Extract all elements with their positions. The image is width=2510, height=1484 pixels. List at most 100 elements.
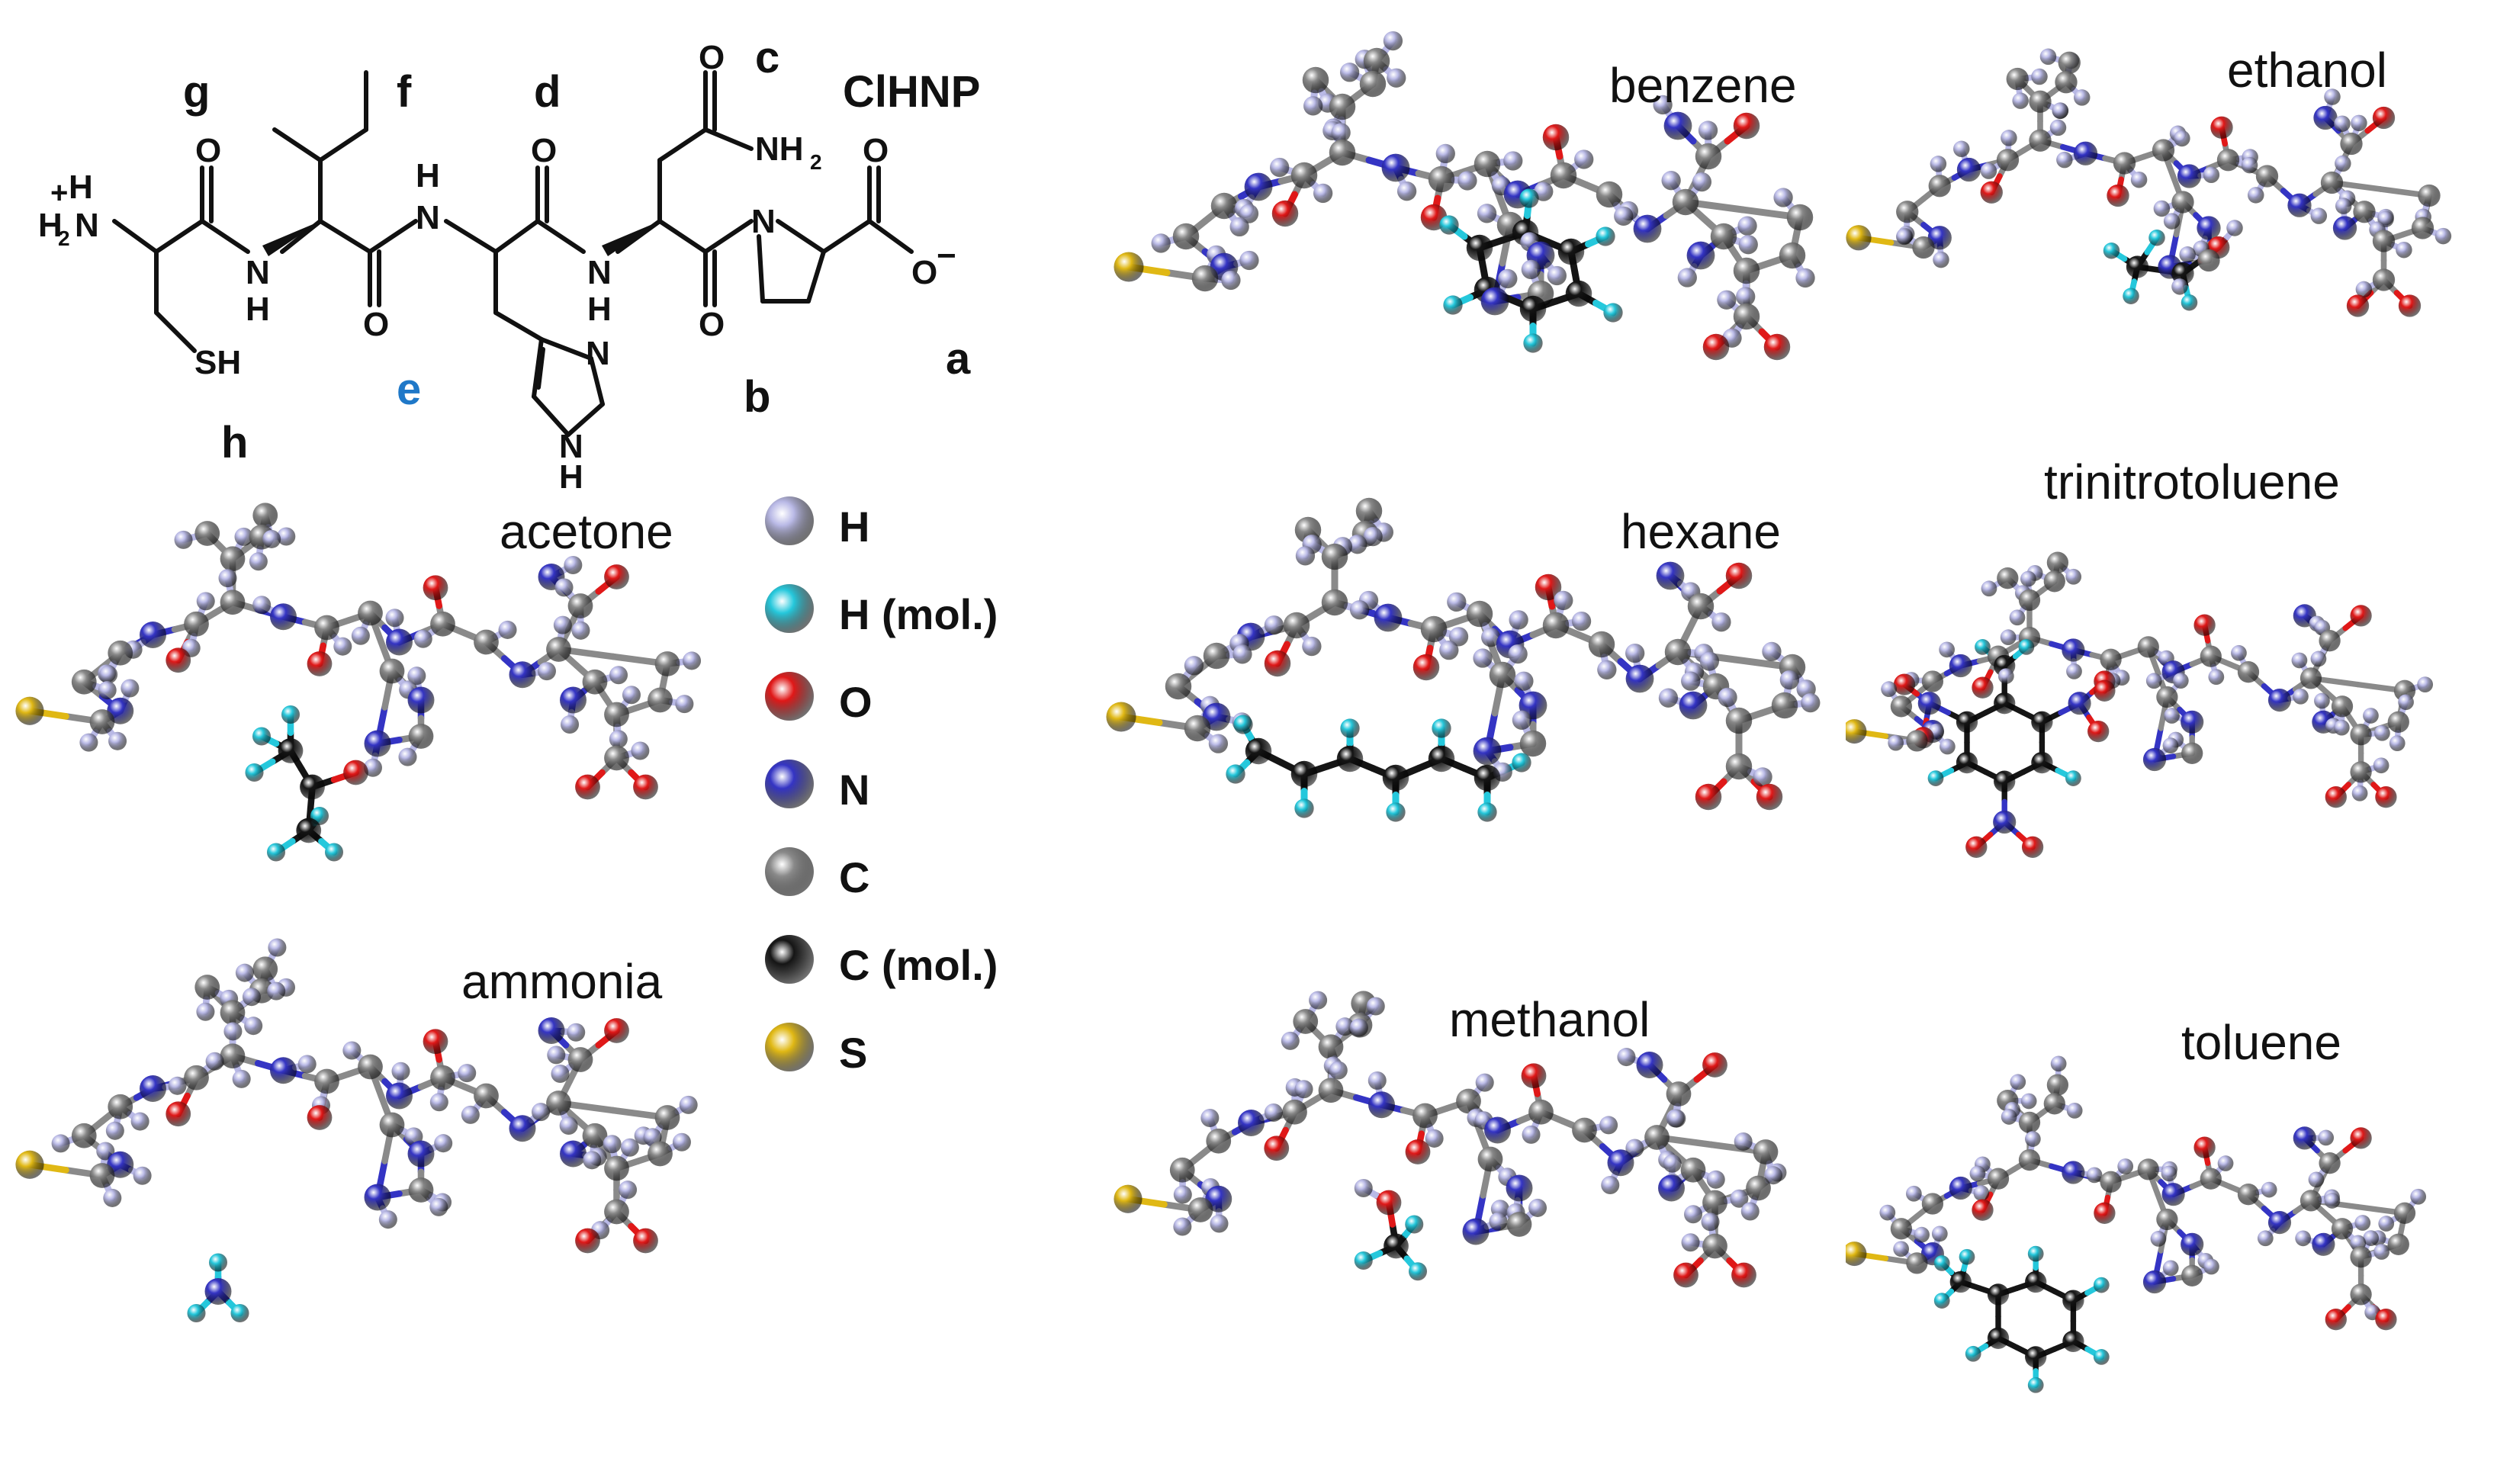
atom-n [2181, 710, 2204, 734]
atom-c [1321, 543, 1348, 570]
residue-label-b: b [744, 372, 770, 422]
legend-label: O [839, 678, 873, 726]
atom-h [1173, 1185, 1192, 1204]
atom-h [262, 529, 281, 548]
atom-n [2062, 1161, 2085, 1184]
atom-c [1318, 1078, 1344, 1103]
atom-h [1717, 290, 1737, 310]
atom-cm [1519, 295, 1547, 323]
atom-c [1664, 638, 1692, 666]
ammonium-plus: + [50, 176, 68, 210]
atom-h [99, 665, 118, 684]
atom-c [1329, 93, 1356, 120]
atom-o [2375, 786, 2397, 808]
atom-hm [245, 763, 264, 782]
atom-c [1786, 204, 1814, 231]
atom-h [249, 552, 268, 571]
atom-h [2052, 102, 2069, 120]
atom-h [2217, 1155, 2234, 1171]
atom-h [1339, 63, 1360, 82]
atom-hm [1233, 715, 1253, 734]
atom-legend: H H (mol.) O N C C (mol.) S [763, 488, 1083, 1083]
atom-o [2372, 106, 2396, 130]
atom-o [2094, 1202, 2116, 1224]
atom-c [2350, 761, 2372, 783]
atom-c [1293, 1009, 1319, 1034]
atom-c [1746, 1175, 1771, 1201]
atom-h [1473, 648, 1493, 668]
atom-o [2325, 1309, 2347, 1331]
atom-o [2087, 720, 2110, 743]
atom-o [1673, 1262, 1699, 1288]
legend-item: O [763, 663, 1083, 740]
atom-h [2334, 115, 2351, 132]
atom-h [1184, 656, 1204, 676]
atom-c [220, 589, 246, 615]
atom-h [223, 1022, 243, 1041]
atom-hm [2065, 770, 2081, 786]
atom-c [2200, 645, 2222, 667]
oxygen-1: O [195, 132, 221, 169]
atom-c [2331, 695, 2354, 718]
atom-c [2319, 1152, 2341, 1174]
atom-c [2029, 129, 2052, 152]
atom-h [2073, 89, 2091, 106]
atom-o [2193, 1136, 2216, 1158]
atom-h [547, 1046, 566, 1065]
atom-c [2171, 191, 2194, 214]
panel-ethanol [1846, 48, 2452, 317]
atom-c [89, 1163, 115, 1188]
atom-hm [2093, 1277, 2110, 1293]
atom-h [391, 1062, 410, 1081]
atom-c [604, 1155, 629, 1181]
atom-h [1151, 233, 1171, 253]
atom-h [2257, 1230, 2274, 1247]
atom-h [1571, 611, 1592, 631]
atom-c [654, 1105, 680, 1130]
atom-h [1881, 681, 1897, 698]
atom-h [1762, 641, 1782, 662]
atom-h [2410, 1188, 2427, 1205]
atoms [15, 503, 702, 862]
atom-h [1597, 660, 1617, 679]
atom-h [1503, 151, 1523, 171]
atom-c [220, 1043, 246, 1069]
atom-c [108, 1094, 133, 1119]
panel-title-benzene: benzene [1609, 58, 1797, 113]
atom-h [2396, 241, 2412, 259]
atom-h [567, 1023, 586, 1042]
atom-c [1506, 1212, 1532, 1237]
atom-c [2237, 661, 2260, 683]
imidazole-n-1: N [586, 335, 610, 372]
atom-c [2018, 1148, 2041, 1171]
atom-n [538, 1017, 565, 1044]
atom-h [564, 555, 583, 575]
atom-n [407, 1140, 435, 1168]
atom-n [1480, 287, 1509, 316]
atom-n [1462, 1218, 1490, 1245]
atom-h [1528, 1198, 1547, 1217]
atom-c [1733, 257, 1760, 284]
atom-c [2372, 230, 2396, 252]
atom-c [2216, 149, 2240, 172]
atom-n [2068, 692, 2091, 715]
atom-h [2373, 757, 2389, 774]
atom-o [423, 575, 448, 601]
atom-h [1457, 171, 1477, 191]
atom-c [1550, 162, 1577, 189]
atom-cm [278, 738, 304, 763]
atom-o [1725, 562, 1753, 589]
atom-h [2398, 694, 2414, 711]
atom-h [2150, 1231, 2167, 1247]
atom-o [1376, 1190, 1402, 1216]
atom-cm [1994, 692, 2016, 715]
atom-c [314, 1068, 339, 1094]
atom-h [2351, 785, 2368, 801]
atom-h [1953, 140, 1970, 158]
atom-c [1184, 715, 1211, 742]
atom-h [2203, 1258, 2219, 1275]
atom-c [1588, 631, 1615, 658]
atom-o [1535, 573, 1562, 601]
atom-h [1981, 580, 1997, 597]
atom-h [2335, 198, 2352, 214]
